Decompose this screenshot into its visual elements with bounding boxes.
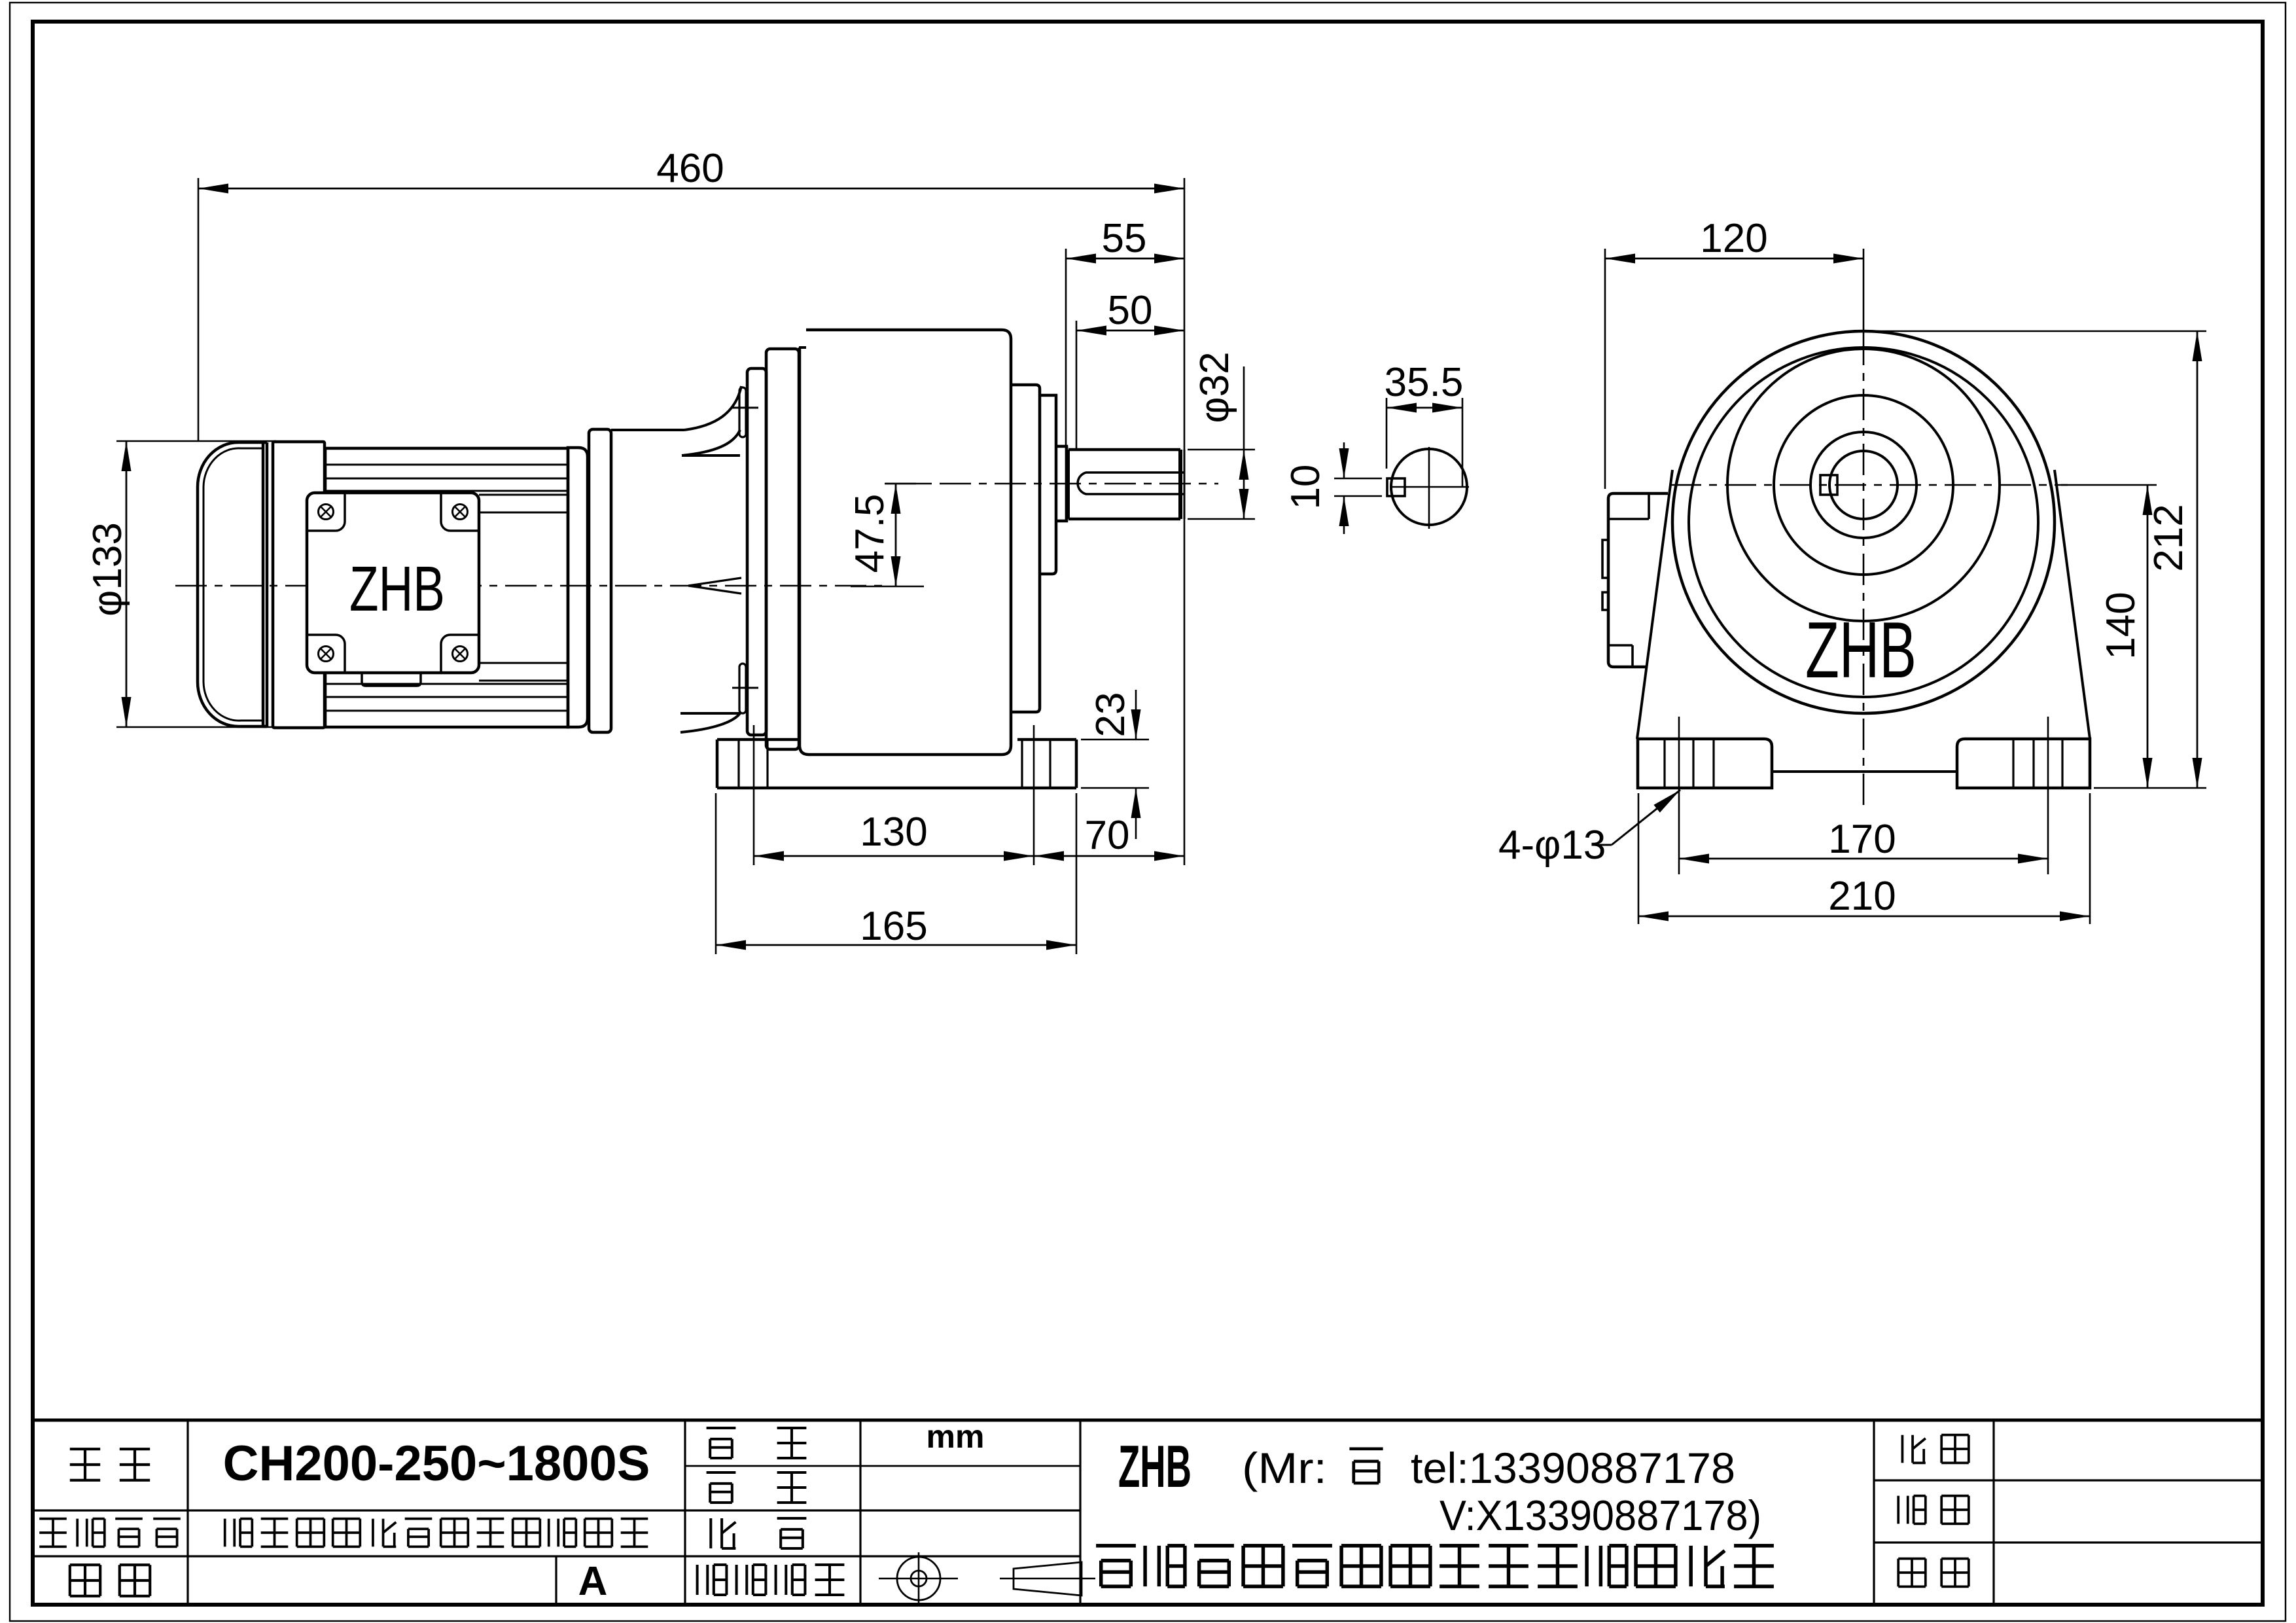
svg-text:70: 70 [1085,813,1130,858]
svg-text:tel:13390887178: tel:13390887178 [1411,1444,1735,1492]
svg-text:ZHB: ZHB [349,553,445,624]
svg-text:V:X13390887178): V:X13390887178) [1439,1491,1761,1539]
svg-text:165: 165 [860,904,927,949]
svg-text:140: 140 [2098,592,2144,659]
svg-text:35.5: 35.5 [1385,360,1464,405]
svg-text:170: 170 [1828,817,1896,862]
svg-text:φ133: φ133 [85,522,130,616]
svg-text:mm: mm [927,1418,985,1455]
svg-text:210: 210 [1828,874,1896,919]
svg-text:(Mr:: (Mr: [1242,1444,1327,1492]
svg-text:50: 50 [1108,288,1153,333]
svg-text:55: 55 [1102,216,1147,261]
svg-text:φ32: φ32 [1192,351,1237,423]
svg-text:130: 130 [860,810,927,855]
svg-text:A: A [578,1559,608,1604]
svg-text:CH200-250~1800S: CH200-250~1800S [223,1436,650,1491]
svg-text:4-φ13: 4-φ13 [1498,823,1606,868]
svg-text:120: 120 [1700,216,1767,261]
svg-text:10: 10 [1283,465,1328,510]
svg-text:ZHB: ZHB [1805,605,1916,694]
svg-text:47.5: 47.5 [847,494,892,573]
svg-text:212: 212 [2146,504,2191,571]
svg-text:23: 23 [1088,692,1133,738]
svg-text:460: 460 [656,146,724,191]
svg-text:ZHB: ZHB [1118,1434,1192,1500]
